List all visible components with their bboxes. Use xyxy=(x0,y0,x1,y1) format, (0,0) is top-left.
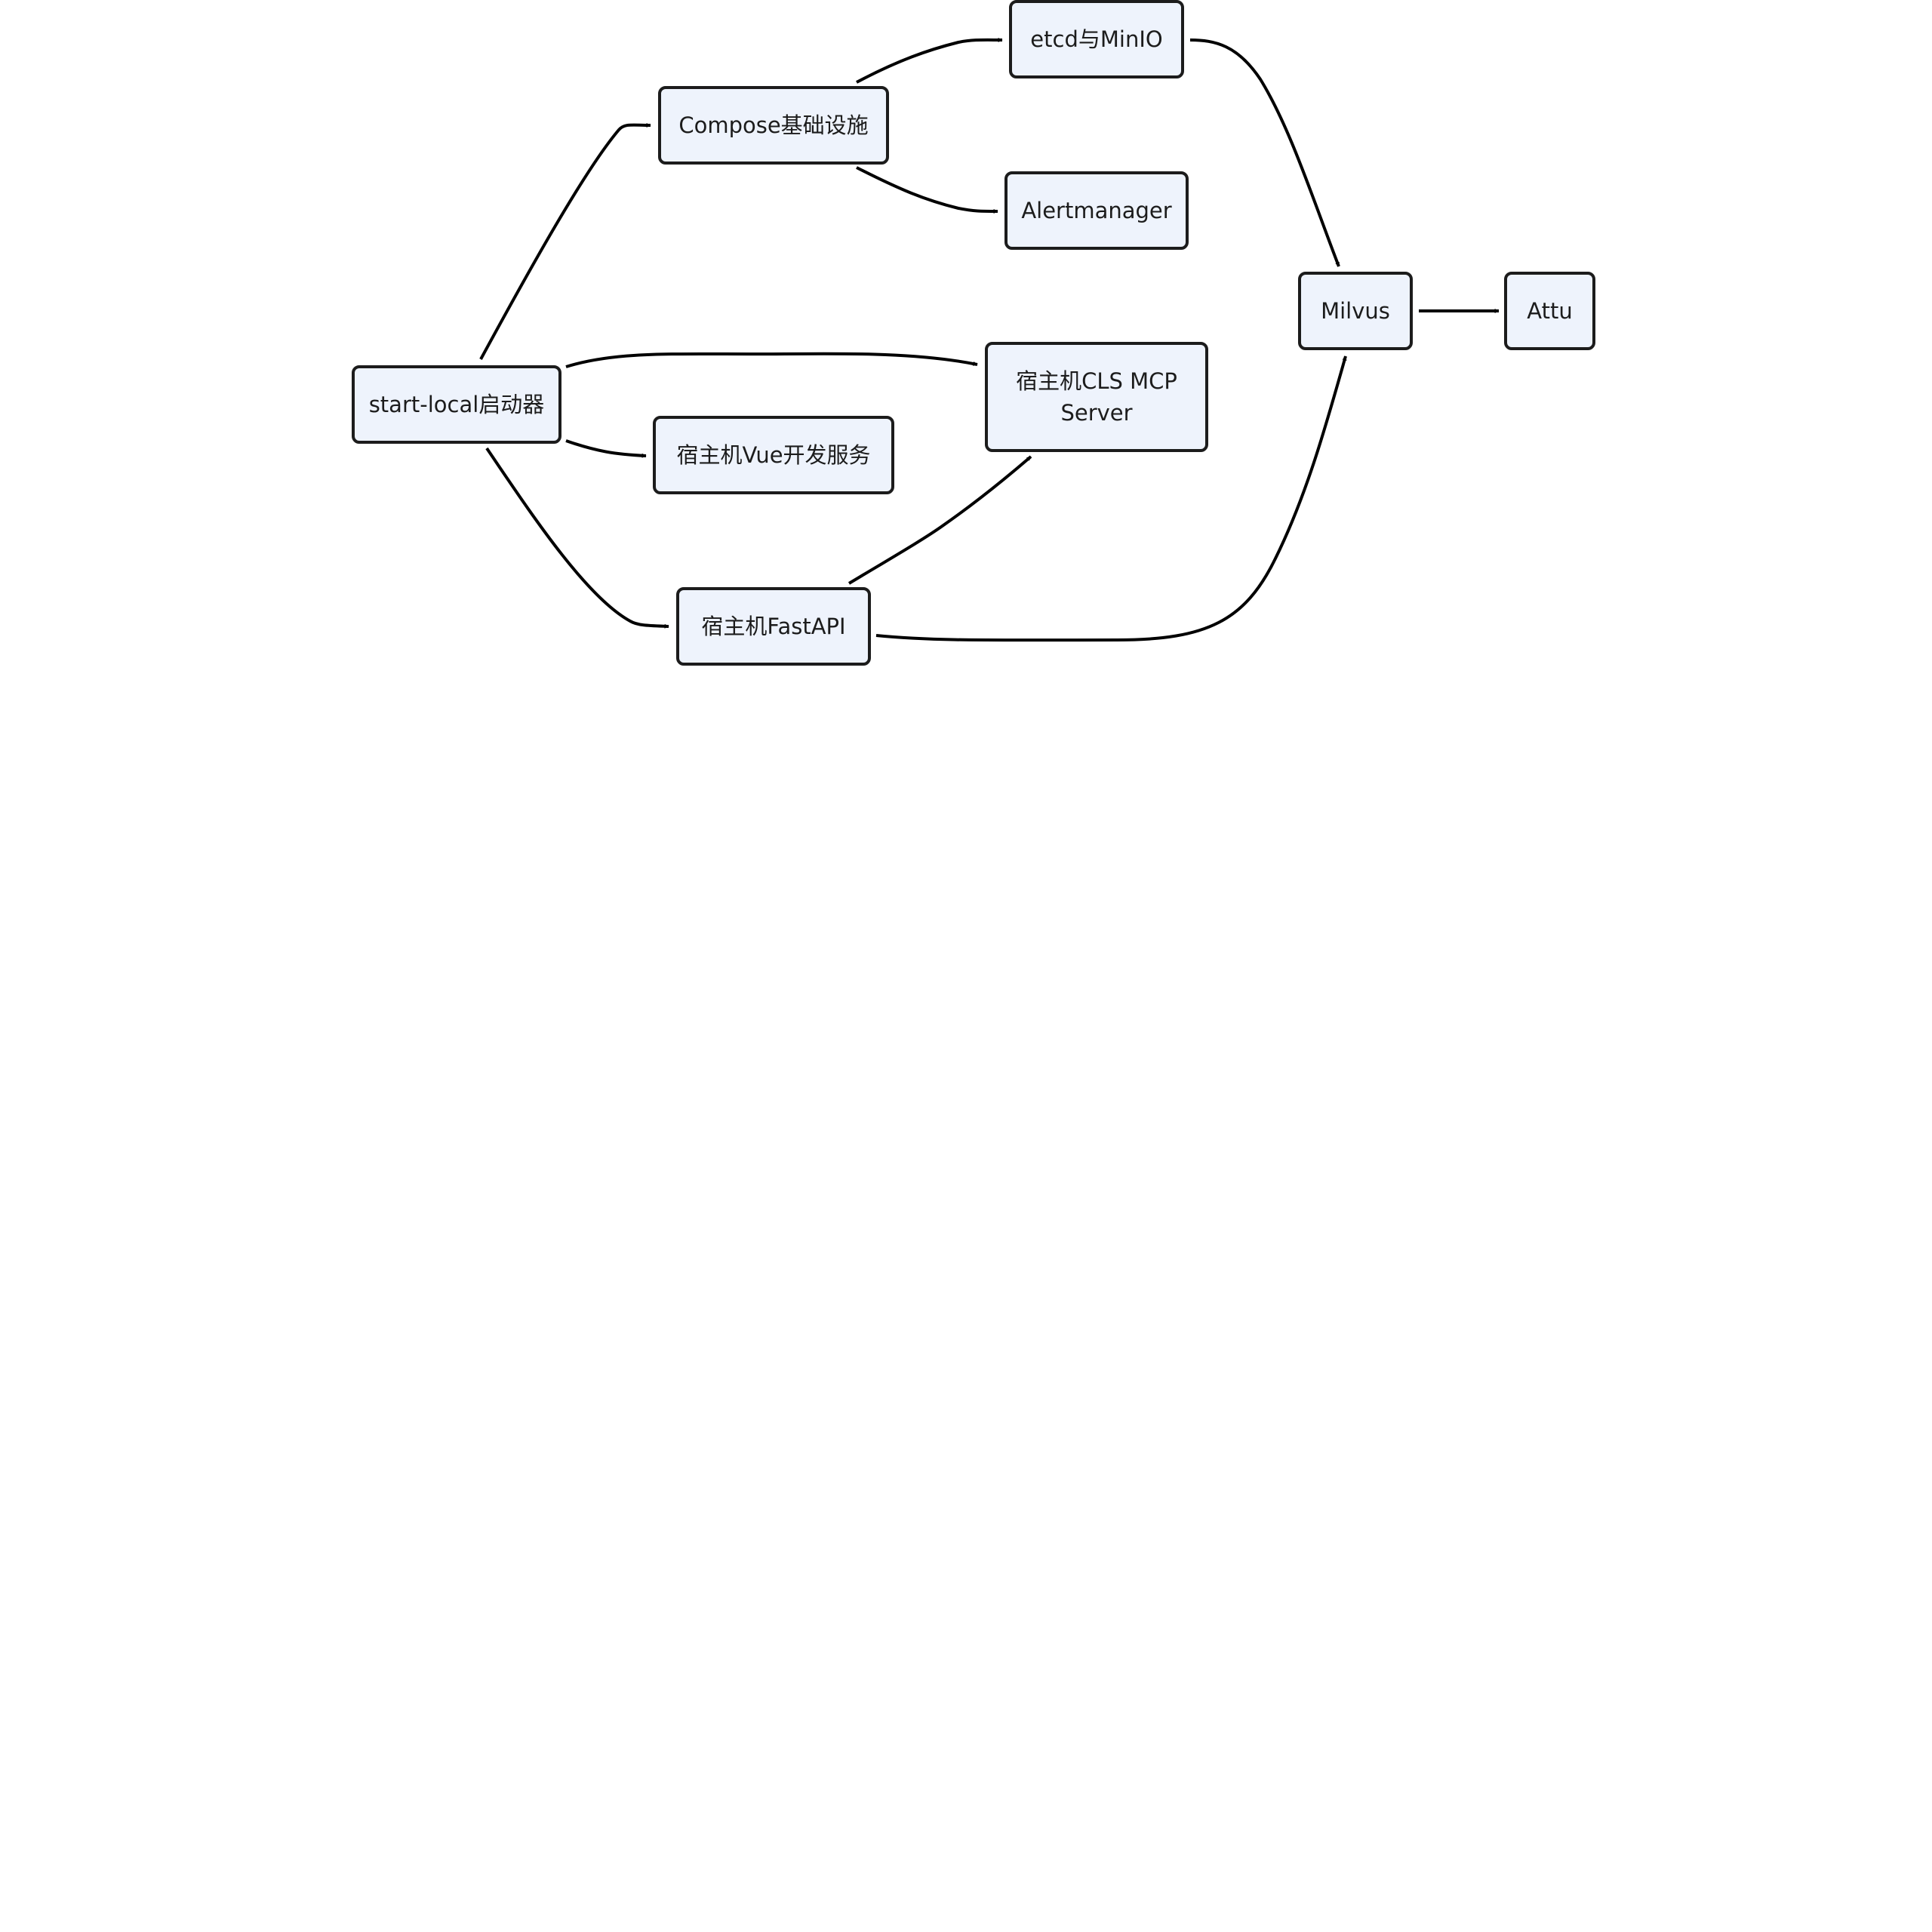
node-attu[interactable]: Attu xyxy=(1504,272,1595,350)
edge-fastapi-to-milvus xyxy=(875,355,1347,642)
node-alertmanager-label: Alertmanager xyxy=(1021,198,1172,223)
node-alertmanager[interactable]: Alertmanager xyxy=(1004,171,1189,250)
node-compose[interactable]: Compose基础设施 xyxy=(658,86,889,165)
node-start-local-label: start-local启动器 xyxy=(368,392,545,417)
edge-etcd-minio-to-milvus xyxy=(1189,38,1340,267)
edge-compose-to-alertmanager xyxy=(856,166,998,214)
node-start-local[interactable]: start-local启动器 xyxy=(352,365,561,444)
node-attu-label: Attu xyxy=(1527,298,1573,324)
node-milvus-label: Milvus xyxy=(1321,298,1390,324)
edge-start-local-to-fastapi xyxy=(485,447,669,629)
node-etcd-minio[interactable]: etcd与MinIO xyxy=(1009,0,1184,78)
edge-start-local-to-cls-mcp xyxy=(565,352,978,368)
node-vue-dev[interactable]: 宿主机Vue开发服务 xyxy=(653,416,894,494)
node-fastapi[interactable]: 宿主机FastAPI xyxy=(676,587,871,666)
node-milvus[interactable]: Milvus xyxy=(1298,272,1413,350)
edge-compose-to-etcd-minio xyxy=(856,37,1003,84)
node-vue-dev-label: 宿主机Vue开发服务 xyxy=(676,442,871,468)
edge-start-local-to-compose xyxy=(479,122,651,360)
node-cls-mcp-server-label: 宿主机CLS MCP Server xyxy=(1016,368,1177,426)
edge-fastapi-to-cls-mcp xyxy=(848,455,1032,585)
node-fastapi-label: 宿主机FastAPI xyxy=(701,614,846,639)
edge-start-local-to-vue-dev xyxy=(565,439,647,458)
node-cls-mcp-server[interactable]: 宿主机CLS MCP Server xyxy=(985,342,1208,452)
node-compose-label: Compose基础设施 xyxy=(678,112,869,138)
node-etcd-minio-label: etcd与MinIO xyxy=(1030,26,1163,52)
